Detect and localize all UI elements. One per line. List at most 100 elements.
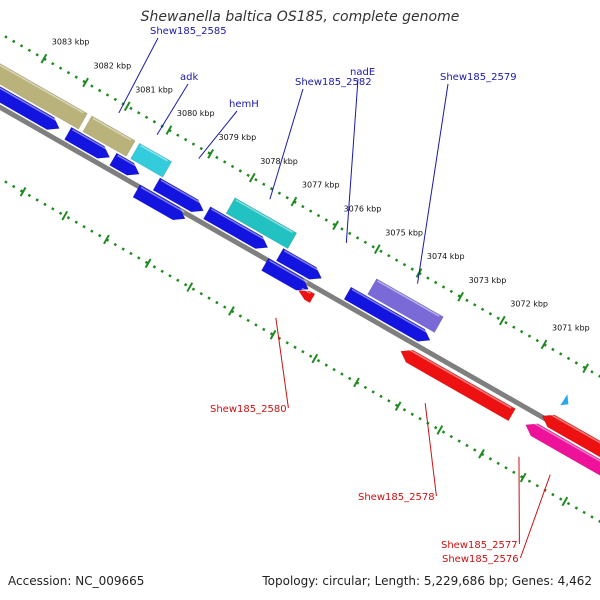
grid-dash-mark bbox=[394, 401, 402, 412]
grid-dash-mark bbox=[290, 196, 298, 207]
leader-line bbox=[198, 110, 238, 159]
grid-dash-mark bbox=[186, 282, 194, 292]
feature-highlight bbox=[546, 411, 600, 444]
grid-dash-mark bbox=[561, 496, 569, 507]
grid-dash-mark bbox=[103, 234, 110, 245]
grid-layer bbox=[0, 32, 600, 523]
tick-label: 3075 kbp bbox=[385, 228, 423, 237]
feature-highlight bbox=[0, 87, 59, 123]
grid-dash-mark bbox=[311, 353, 319, 364]
tick-label: 3074 kbp bbox=[427, 252, 465, 261]
tick-label: 3077 kbp bbox=[302, 181, 340, 190]
tick-label: 3076 kbp bbox=[344, 204, 382, 213]
grid-dash-mark bbox=[19, 187, 27, 197]
leader-line bbox=[417, 83, 449, 284]
tick-label: 3080 kbp bbox=[177, 109, 215, 118]
cds-forward bbox=[152, 177, 204, 213]
feature-tan bbox=[0, 63, 88, 130]
feature-highlight bbox=[529, 420, 600, 462]
grid-dash-mark bbox=[123, 101, 131, 112]
summary-text: Topology: circular; Length: 5,229,686 bp… bbox=[262, 574, 592, 588]
grid-dash-mark bbox=[436, 425, 444, 435]
feature-tan bbox=[82, 115, 136, 157]
outer-grid-ring bbox=[0, 32, 600, 378]
cds-forward bbox=[64, 126, 111, 159]
cds-reverse bbox=[400, 349, 516, 422]
leader-line bbox=[118, 37, 159, 114]
gene-label: Shew185_2585 bbox=[150, 26, 227, 37]
feature-teal bbox=[225, 197, 298, 250]
grid-dash-mark bbox=[373, 244, 381, 254]
tick-label: 3082 kbp bbox=[94, 62, 132, 71]
feature-highlight bbox=[92, 117, 132, 141]
feature-layer bbox=[0, 63, 600, 476]
grid-dash-mark bbox=[40, 53, 48, 64]
grid-dash-mark bbox=[248, 172, 256, 183]
cds-forward bbox=[202, 206, 269, 249]
cds-reverse bbox=[541, 414, 600, 458]
leader-line bbox=[275, 317, 289, 409]
grid-dash-mark bbox=[540, 339, 548, 350]
leader-line bbox=[269, 88, 304, 200]
cds-forward bbox=[261, 257, 309, 291]
feature-highlight bbox=[140, 144, 168, 162]
grid-dash-mark bbox=[61, 210, 69, 221]
grid-dash-mark bbox=[165, 125, 173, 135]
tick-label: 3072 kbp bbox=[510, 300, 548, 309]
grid-dash-mark bbox=[519, 472, 527, 483]
grid-dash-mark bbox=[353, 377, 360, 388]
feature-highlight bbox=[301, 287, 311, 295]
grid-dash-mark bbox=[457, 291, 465, 302]
grid-dash-mark bbox=[498, 315, 506, 326]
cds-forward bbox=[132, 184, 186, 221]
leader-line bbox=[345, 78, 359, 243]
tick-label: 3073 kbp bbox=[469, 276, 507, 285]
tick-label: 3083 kbp bbox=[52, 38, 90, 47]
feature-highlight bbox=[269, 259, 308, 284]
tick-label: 3081 kbp bbox=[135, 85, 173, 94]
marker-triangle bbox=[560, 394, 569, 406]
feature-highlight bbox=[117, 154, 139, 168]
gene-label: Shew185_2576 bbox=[442, 554, 519, 565]
feature-cyan bbox=[130, 142, 173, 178]
feature-highlight bbox=[351, 288, 430, 335]
leader-line bbox=[156, 83, 189, 136]
grid-dash-mark bbox=[228, 306, 235, 316]
cds-reverse bbox=[297, 290, 316, 304]
gene-label: Shew185_2582 bbox=[295, 77, 372, 88]
cds-reverse bbox=[525, 423, 600, 476]
feature-highlight bbox=[283, 250, 322, 273]
feature-highlight bbox=[377, 280, 440, 317]
accession-text: Accession: NC_009665 bbox=[8, 574, 145, 588]
cds-forward bbox=[0, 86, 60, 130]
gene-label: adk bbox=[180, 72, 198, 83]
feature-highlight bbox=[210, 208, 268, 242]
tick-label: 3079 kbp bbox=[219, 133, 257, 142]
leader-line bbox=[519, 474, 551, 559]
map-title: Shewanella baltica OS185, complete genom… bbox=[140, 9, 460, 25]
grid-dash-mark bbox=[207, 149, 214, 159]
grid-dash-mark bbox=[144, 258, 152, 269]
feature-highlight bbox=[72, 128, 110, 152]
tick-label: 3071 kbp bbox=[552, 324, 590, 333]
feature-highlight bbox=[235, 199, 293, 233]
feature-highlight bbox=[404, 346, 512, 409]
cds-forward bbox=[343, 286, 431, 342]
gene-label: Shew185_2577 bbox=[441, 540, 518, 551]
cds-forward bbox=[109, 152, 140, 176]
cds-forward bbox=[275, 247, 322, 280]
grid-dash-mark bbox=[478, 448, 485, 459]
grid-dash-mark bbox=[82, 77, 89, 88]
tick-label: 3078 kbp bbox=[260, 157, 298, 166]
tick-layer: 3083 kbp 3082 kbp 3081 kbp 3080 kbp 3079 kbp… bbox=[52, 38, 590, 333]
feature-highlight bbox=[160, 179, 204, 205]
feature-purple bbox=[367, 278, 444, 333]
gene-label: Shew185_2579 bbox=[440, 72, 517, 83]
gene-label: hemH bbox=[229, 99, 259, 110]
gene-label: Shew185_2580 bbox=[210, 404, 287, 415]
gene-label: Shew185_2578 bbox=[358, 492, 435, 503]
feature-highlight bbox=[0, 64, 84, 114]
